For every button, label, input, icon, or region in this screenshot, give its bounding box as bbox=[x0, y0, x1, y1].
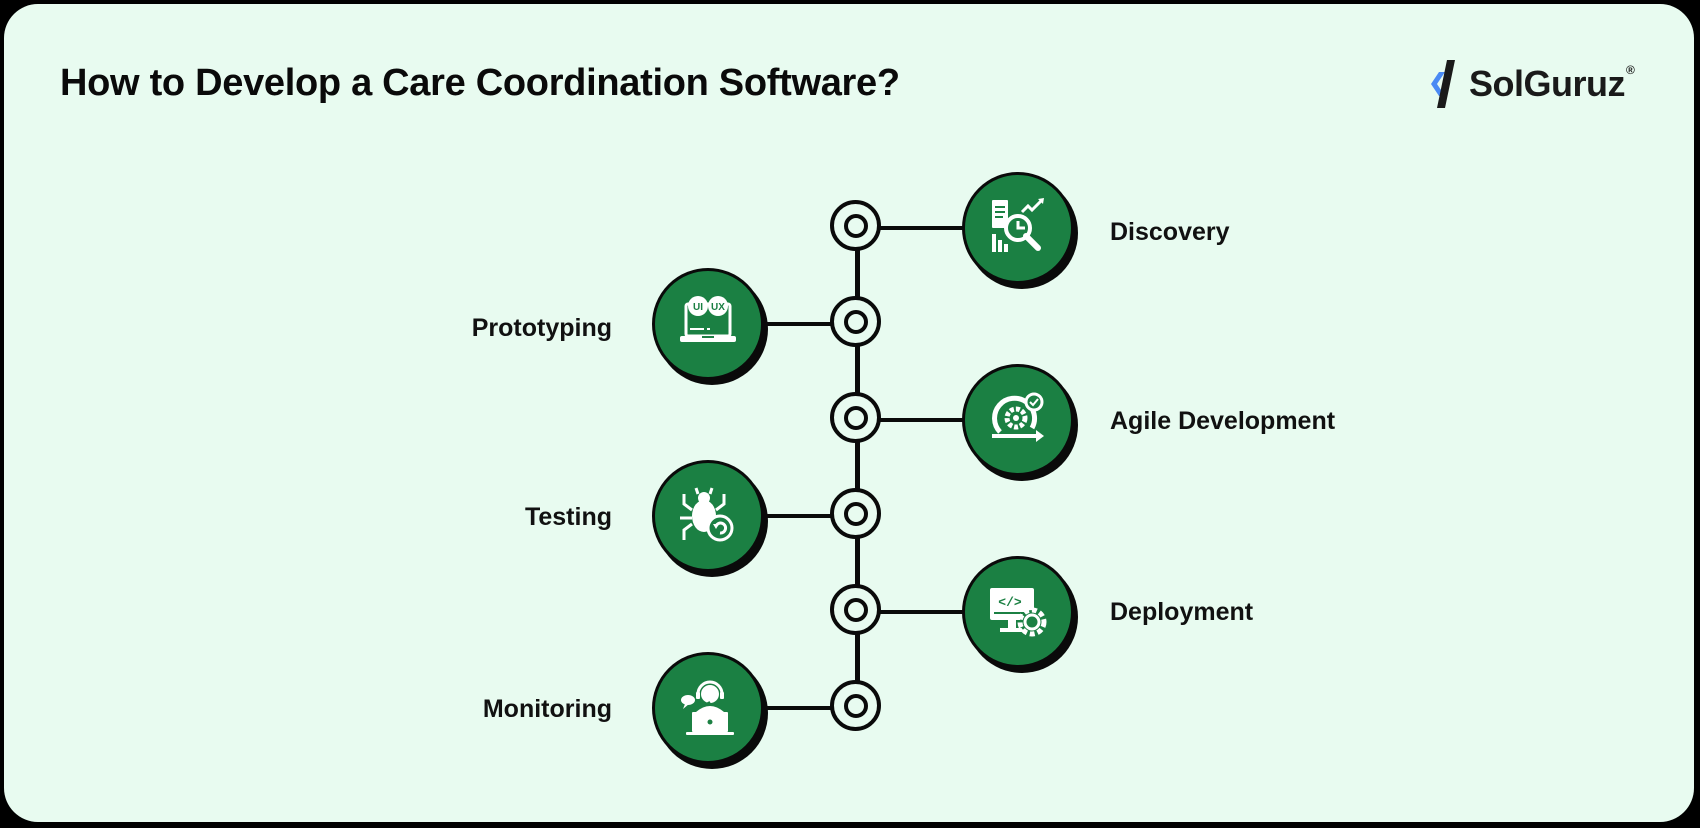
connector-testing bbox=[762, 514, 834, 518]
data-analysis-search-icon bbox=[992, 198, 1044, 252]
step-bubble-testing bbox=[652, 460, 764, 572]
connector-deployment bbox=[880, 610, 964, 614]
step-label-agile-development: Agile Development bbox=[1110, 407, 1336, 435]
connector-discovery bbox=[880, 226, 964, 230]
registered-mark: ® bbox=[1626, 63, 1635, 77]
solguruz-logo: SolGuruz ® bbox=[1429, 54, 1635, 114]
timeline-node-prototyping bbox=[830, 296, 881, 347]
timeline-node-agile-development bbox=[830, 392, 881, 443]
step-bubble-agile-development bbox=[962, 364, 1074, 476]
infographic-card: How to Develop a Care Coordination Softw… bbox=[4, 4, 1694, 822]
step-bubble-discovery bbox=[962, 172, 1074, 284]
agile-gear-cycle-icon bbox=[992, 392, 1044, 442]
step-label-deployment: Deployment bbox=[1110, 598, 1254, 626]
svg-text:UI: UI bbox=[693, 302, 703, 313]
ui-ux-laptop-icon: UI UX bbox=[680, 296, 736, 342]
step-bubble-monitoring bbox=[652, 652, 764, 764]
timeline-node-discovery bbox=[830, 200, 881, 251]
svg-text:UX: UX bbox=[711, 302, 725, 313]
timeline-node-testing bbox=[830, 488, 881, 539]
step-label-monitoring: Monitoring bbox=[482, 695, 612, 723]
svg-text:</>: </> bbox=[998, 595, 1022, 610]
connector-monitoring bbox=[762, 706, 834, 710]
step-label-prototyping: Prototyping bbox=[471, 314, 612, 342]
monitor-code-gear-icon: </> bbox=[990, 588, 1047, 637]
step-bubble-deployment: </> bbox=[962, 556, 1074, 668]
connector-agile-development bbox=[880, 418, 964, 422]
logo-wordmark: SolGuruz bbox=[1469, 63, 1626, 104]
timeline-node-monitoring bbox=[830, 680, 881, 731]
timeline-node-deployment bbox=[830, 584, 881, 635]
support-agent-laptop-icon bbox=[681, 680, 734, 735]
connector-prototyping bbox=[762, 322, 834, 326]
step-label-testing: Testing bbox=[524, 503, 612, 531]
solguruz-logo-mark-icon bbox=[1431, 60, 1455, 108]
step-bubble-prototyping: UI UX bbox=[652, 268, 764, 380]
bug-retest-icon bbox=[680, 487, 734, 542]
timeline-spine bbox=[855, 228, 860, 708]
step-label-discovery: Discovery bbox=[1110, 218, 1230, 246]
page-title: How to Develop a Care Coordination Softw… bbox=[60, 62, 900, 104]
